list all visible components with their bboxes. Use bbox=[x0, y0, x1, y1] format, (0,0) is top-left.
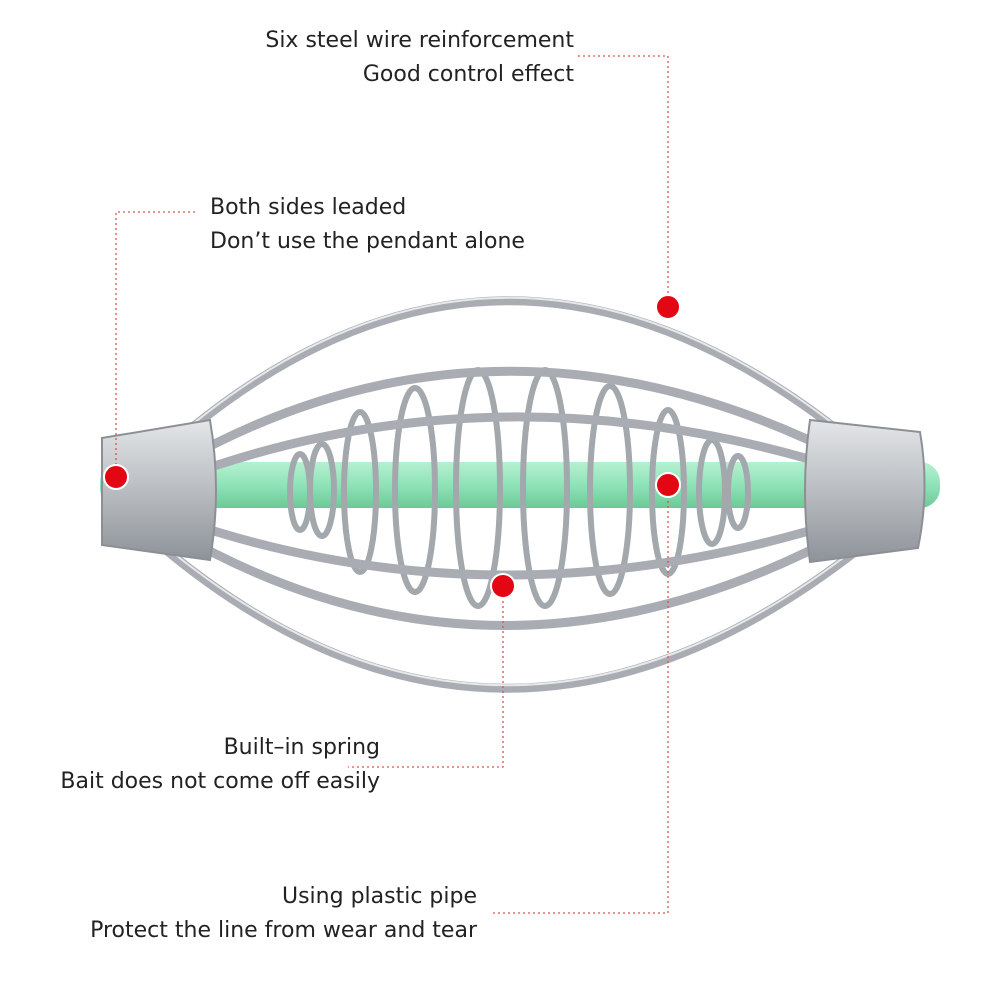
callout-spring-line2: Bait does not come off easily bbox=[60, 769, 380, 794]
lead-weight-left bbox=[101, 418, 217, 562]
marker-wire bbox=[655, 294, 681, 320]
marker-spring bbox=[490, 573, 516, 599]
callout-lead-line2: Don’t use the pendant alone bbox=[210, 229, 525, 254]
callout-lead-line1: Both sides leaded bbox=[210, 195, 407, 220]
marker-lead bbox=[103, 464, 129, 490]
callout-pipe-line2: Protect the line from wear and tear bbox=[90, 918, 477, 943]
callout-spring-line1: Built–in spring bbox=[223, 735, 380, 760]
spring-coils bbox=[287, 367, 751, 609]
callout-plastic-pipe: Using plastic pipe Protect the line from… bbox=[90, 880, 477, 948]
callout-both-sides-leaded: Both sides leaded Don’t use the pendant … bbox=[210, 191, 525, 259]
callout-built-in-spring: Built–in spring Bait does not come off e… bbox=[60, 731, 380, 799]
callout-wire-reinforcement: Six steel wire reinforcement Good contro… bbox=[265, 24, 574, 92]
callout-wire-line1: Six steel wire reinforcement bbox=[265, 28, 574, 53]
marker-dots bbox=[103, 294, 681, 599]
leader-lines bbox=[115, 55, 669, 914]
steel-wire-cage bbox=[155, 296, 865, 693]
callout-pipe-line1: Using plastic pipe bbox=[281, 884, 477, 909]
marker-pipe bbox=[655, 472, 681, 498]
callout-wire-line2: Good control effect bbox=[362, 62, 574, 87]
lead-weight-right bbox=[804, 418, 926, 564]
